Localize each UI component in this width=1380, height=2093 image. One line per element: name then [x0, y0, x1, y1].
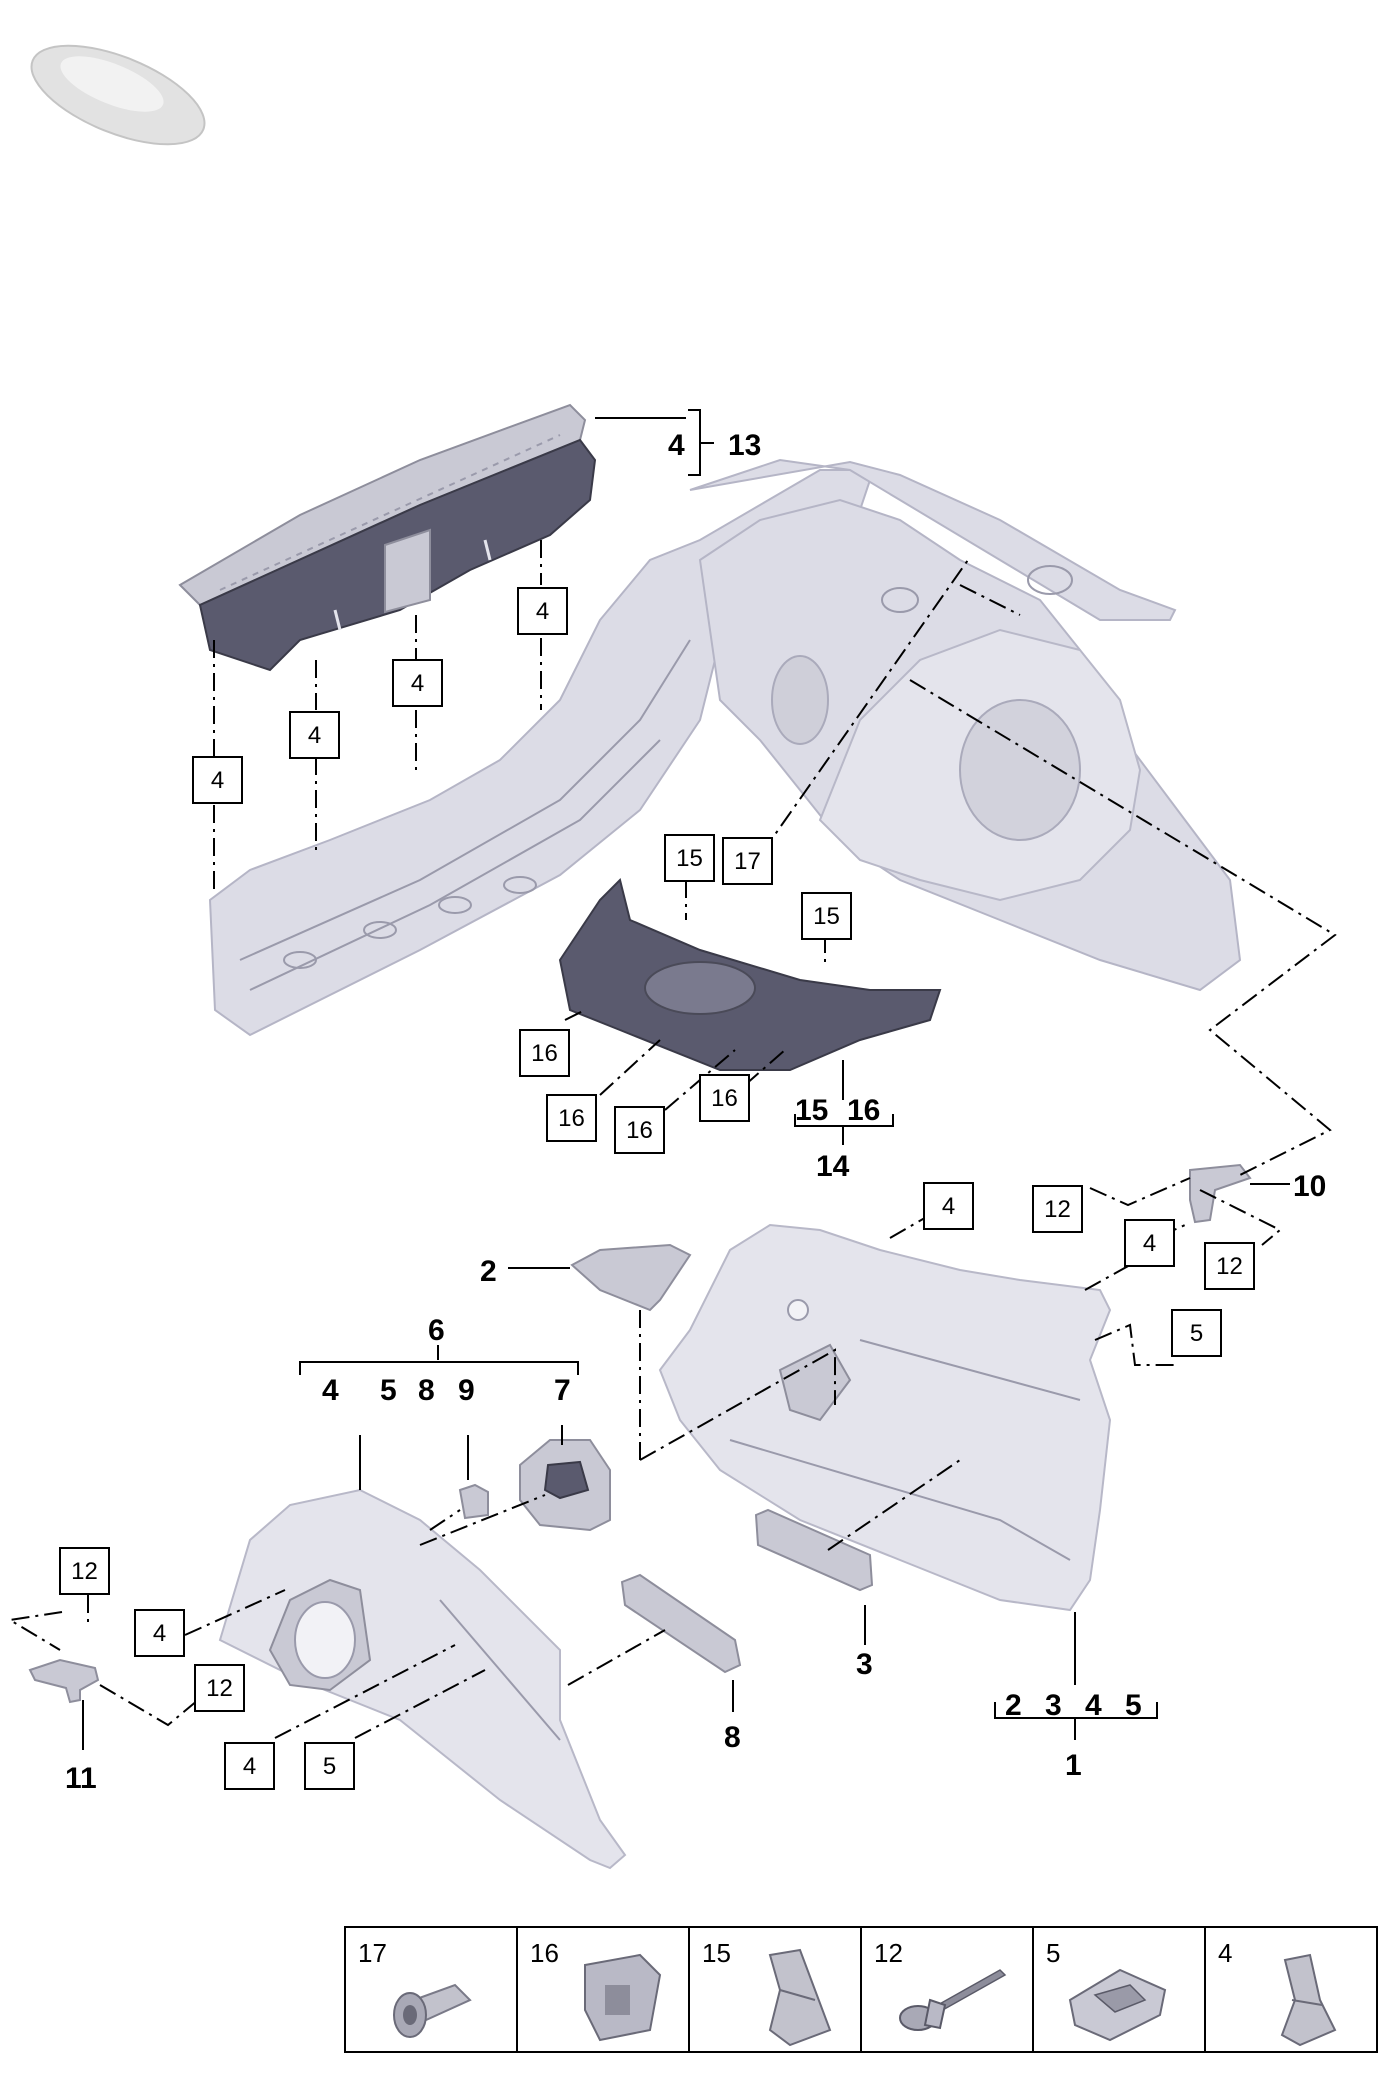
left-side-trim-6: [218, 1488, 627, 1870]
boxed-callout-label: 16: [531, 1040, 558, 1067]
callout-1-5: 5: [1125, 1689, 1142, 1722]
lamp-housing-7: [519, 1439, 611, 1532]
boxed-callout-b17: 12: [59, 1547, 110, 1595]
legend-part-16-clip: [584, 1953, 662, 2042]
boxed-callout-label: 4: [243, 1753, 256, 1780]
legend-part-15-clip: [768, 1948, 832, 2047]
callout-15: 15: [795, 1094, 828, 1127]
boxed-callout-b2: 4: [289, 711, 340, 759]
boxed-callout-b10: 16: [614, 1106, 665, 1154]
cover-2: [570, 1243, 692, 1312]
callout-14: 14: [816, 1150, 850, 1183]
boxed-callout-b7: 15: [801, 892, 852, 940]
legend-label-12: 12: [874, 1938, 903, 1968]
callout-10: 10: [1293, 1170, 1326, 1203]
callout-8: 8: [724, 1721, 741, 1754]
callout-1-2: 2: [1005, 1689, 1022, 1722]
boxed-callout-label: 4: [153, 1620, 166, 1647]
rear-sill-trim-panel: [178, 403, 597, 672]
boxed-callout-label: 12: [206, 1675, 233, 1702]
callout-6-4: 4: [322, 1374, 339, 1407]
callout-6-5: 5: [380, 1374, 397, 1407]
boxed-callout-b1: 4: [192, 756, 243, 804]
boxed-callout-b20: 4: [224, 1742, 275, 1790]
boxed-callout-b12: 12: [1032, 1185, 1083, 1233]
callout-2: 2: [480, 1255, 497, 1288]
boxed-callout-label: 4: [1143, 1230, 1156, 1257]
legend-label-16: 16: [530, 1938, 559, 1968]
boxed-callout-label: 4: [411, 670, 424, 697]
legend-part-5-nut: [1068, 1968, 1167, 2042]
boxed-callout-label: 17: [734, 848, 761, 875]
boxed-callout-label: 4: [942, 1193, 955, 1220]
strip-8: [620, 1573, 742, 1674]
boxed-callout-b5: 15: [664, 834, 715, 882]
boxed-callout-label: 16: [626, 1117, 653, 1144]
right-side-trim-1: [658, 1223, 1112, 1612]
boxed-callout-b13: 4: [923, 1182, 974, 1230]
callout-4-13-a: 4: [668, 429, 685, 462]
callout-1-3: 3: [1045, 1689, 1062, 1722]
boxed-callout-b15: 12: [1204, 1242, 1255, 1290]
boxed-callout-label: 15: [676, 845, 703, 872]
boxed-callout-b11: 16: [699, 1074, 750, 1122]
boxed-callout-label: 16: [558, 1105, 585, 1132]
boxed-callout-b21: 5: [304, 1742, 355, 1790]
legend-part-12-rivet: [899, 1969, 1007, 2031]
callout-11: 11: [65, 1762, 97, 1795]
callout-6-8: 8: [418, 1374, 435, 1407]
callout-1-4: 4: [1085, 1689, 1102, 1722]
bracket-11: [28, 1658, 100, 1704]
boxed-callout-b6: 17: [722, 837, 773, 885]
callout-6-9: 9: [458, 1374, 475, 1407]
callout-6-7: 7: [554, 1374, 571, 1407]
boxed-callout-label: 4: [211, 767, 224, 794]
boxed-callout-label: 16: [711, 1085, 738, 1112]
boxed-callout-label: 12: [1044, 1196, 1071, 1223]
boxed-callout-label: 5: [1190, 1320, 1203, 1347]
boxed-callout-label: 4: [308, 722, 321, 749]
boxed-callout-b16: 5: [1171, 1309, 1222, 1357]
leader-lines: [7, 409, 1337, 1750]
car-thumbnail: [30, 44, 206, 146]
callout-1: 1: [1065, 1749, 1082, 1782]
rear-body-shell: [208, 458, 1242, 1037]
legend-table: 17 16 15 12 5 4: [344, 1926, 1378, 2053]
boxed-callout-label: 15: [813, 903, 840, 930]
boxed-callout-b4: 4: [517, 587, 568, 635]
callout-labels: 4 13 15 16 14 10 2 6 4 5 8 9 7 3 8 11 2 …: [65, 429, 1326, 1795]
legend-label-4: 4: [1218, 1938, 1232, 1968]
callout-4-13-b: 13: [728, 429, 761, 462]
clip-9: [458, 1483, 489, 1520]
legend-part-4-clip: [1280, 1953, 1337, 2047]
boxed-callout-label: 12: [71, 1558, 98, 1585]
legend-label-5: 5: [1046, 1938, 1060, 1968]
legend-label-15: 15: [702, 1938, 731, 1968]
legend-part-17-grommet: [393, 1983, 472, 2038]
boxed-callout-b9: 16: [546, 1094, 597, 1142]
callout-3: 3: [856, 1648, 873, 1681]
callout-6: 6: [428, 1314, 445, 1347]
boxed-callout-b14: 4: [1124, 1219, 1175, 1267]
boxed-callout-label: 5: [323, 1753, 336, 1780]
legend-label-17: 17: [358, 1938, 387, 1968]
floor-trim-14: [558, 878, 942, 1071]
boxed-callout-label: 4: [536, 598, 549, 625]
trim-strip-3: [754, 1508, 874, 1592]
callout-16: 16: [847, 1094, 880, 1127]
boxed-callout-b19: 12: [194, 1664, 245, 1712]
boxed-callout-b8: 16: [519, 1029, 570, 1077]
boxed-callout-b18: 4: [134, 1609, 185, 1657]
bracket-10: [1189, 1163, 1252, 1224]
boxed-callout-b3: 4: [392, 659, 443, 707]
boxed-callout-label: 12: [1216, 1253, 1243, 1280]
